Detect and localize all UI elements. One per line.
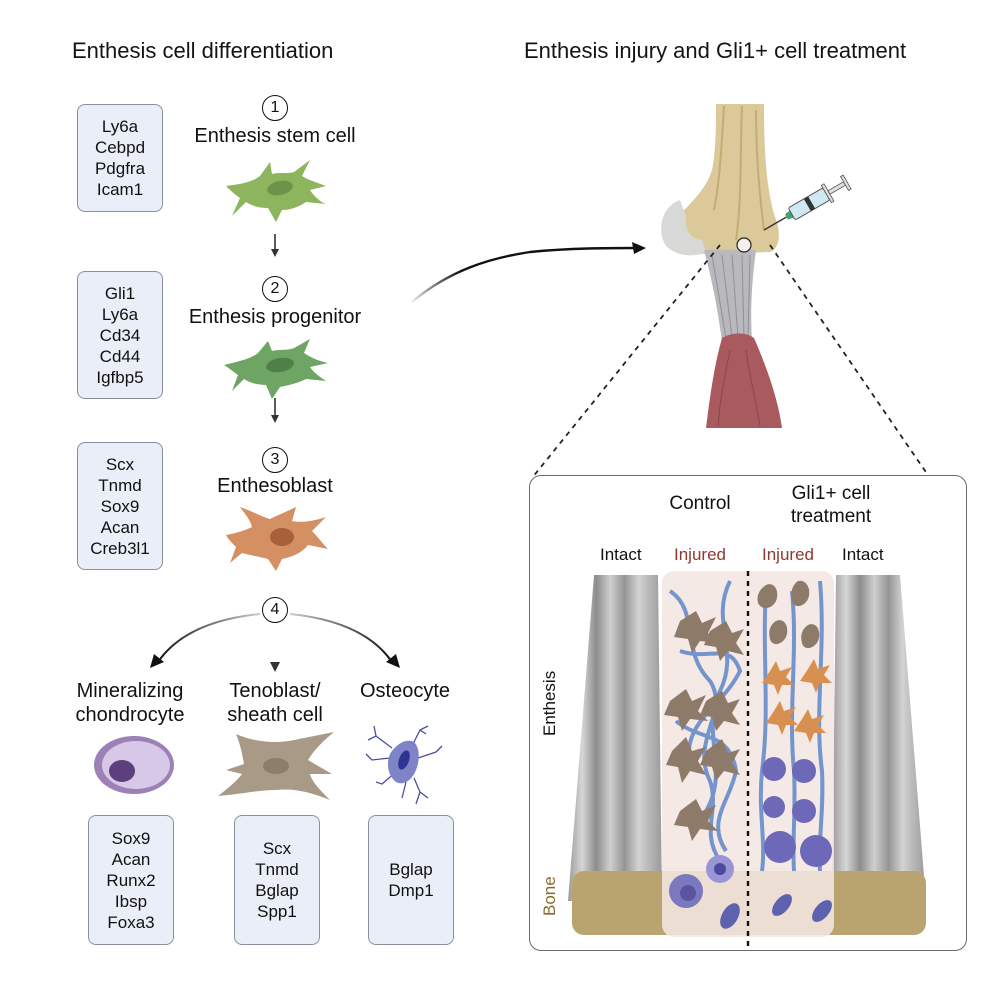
transition-arrow xyxy=(411,242,646,303)
marker-box-osteocyte: Bglap Dmp1 xyxy=(368,815,454,945)
marker: Sox9 xyxy=(100,496,140,516)
comparison-panel: Control Gli1+ cell treatment Intact Inju… xyxy=(529,475,967,951)
stage-number-3: 3 xyxy=(262,447,288,473)
arrow-down-icon xyxy=(271,234,279,257)
marker-box-tenoblast: Scx Tnmd Bglap Spp1 xyxy=(234,815,320,945)
cartilage xyxy=(661,200,706,256)
marker: Tnmd xyxy=(255,860,299,879)
marker: Acan xyxy=(111,849,151,869)
marker: Bglap xyxy=(389,860,433,879)
marker: Bglap xyxy=(255,881,299,900)
tissue-illustration xyxy=(568,571,926,950)
stage-number-1: 1 xyxy=(262,95,288,121)
injury-site-marker xyxy=(736,237,752,253)
marker: Ly6a xyxy=(101,304,139,324)
marker: Pdgfra xyxy=(94,159,146,178)
stage-label-3: Enthesoblast xyxy=(217,475,333,497)
progenitor-cell-icon xyxy=(224,339,328,399)
control-label: Control xyxy=(669,493,731,514)
col-label-intact-treatment: Intact xyxy=(842,545,884,564)
right-title: Enthesis injury and Gli1+ cell treatment xyxy=(524,38,907,63)
fate-label-osteocyte: Osteocyte xyxy=(359,680,451,702)
stem-cell-icon xyxy=(226,160,326,222)
knee-joint-illustration xyxy=(661,104,852,428)
stage-label-1: Enthesis stem cell xyxy=(194,125,356,147)
enthesoblast-cell-icon xyxy=(226,507,328,571)
tenoblast-cell-icon xyxy=(218,732,334,800)
marker: Tnmd xyxy=(98,475,142,495)
branch-arrows xyxy=(150,613,400,672)
syringe-icon xyxy=(763,174,852,231)
marker: Gli1 xyxy=(104,283,136,303)
zoom-lines xyxy=(531,244,931,479)
left-title: Enthesis cell differentiation xyxy=(72,38,334,63)
intact-fibers-right xyxy=(832,575,926,901)
marker-box-stage-1: Ly6a Cebpd Pdgfra Icam1 xyxy=(77,104,163,212)
marker: Spp1 xyxy=(257,902,297,921)
treatment-label: Gli1+ cell treatment xyxy=(790,483,872,527)
tendon xyxy=(704,250,756,342)
stage-number-4: 4 xyxy=(262,597,288,623)
stage-label-2: Enthesis progenitor xyxy=(188,306,362,328)
stage-number-2: 2 xyxy=(262,276,288,302)
col-label-injured-control: Injured xyxy=(674,545,726,564)
muscle xyxy=(706,333,782,428)
col-label-injured-treatment: Injured xyxy=(762,545,814,564)
fate-label-chondrocyte: Mineralizing chondrocyte xyxy=(75,680,185,726)
fate-label-tenoblast: Tenoblast/ sheath cell xyxy=(227,680,323,726)
marker: Creb3l1 xyxy=(90,538,150,558)
arrow-down-icon xyxy=(271,398,279,423)
marker: Acan xyxy=(100,517,140,537)
femur-bone xyxy=(672,104,779,254)
chondrocyte-cell-icon xyxy=(94,736,174,794)
marker: Foxa3 xyxy=(107,912,155,932)
marker: Cd34 xyxy=(99,325,141,345)
marker: Sox9 xyxy=(111,828,151,848)
col-label-intact-control: Intact xyxy=(600,545,642,564)
marker: Scx xyxy=(105,454,135,474)
marker: Dmp1 xyxy=(388,881,434,900)
marker: Igfbp5 xyxy=(96,367,144,387)
branch-arrow-right xyxy=(289,613,393,663)
marker: Ibsp xyxy=(114,891,148,911)
marker: Scx xyxy=(262,839,292,858)
marker: Runx2 xyxy=(106,870,156,890)
marker-box-chondrocyte: Sox9 Acan Runx2 Ibsp Foxa3 xyxy=(88,815,174,945)
marker: Cd44 xyxy=(99,346,141,366)
marker-box-stage-2: Gli1 Ly6a Cd34 Cd44 Igfbp5 xyxy=(77,271,163,399)
intact-fibers-left xyxy=(568,575,662,901)
marker: Icam1 xyxy=(96,180,144,199)
marker: Ly6a xyxy=(101,117,139,136)
marker: Cebpd xyxy=(94,138,146,157)
osteocyte-cell-icon xyxy=(365,725,443,805)
marker-box-stage-3: Scx Tnmd Sox9 Acan Creb3l1 xyxy=(77,442,163,570)
branch-arrow-left xyxy=(157,613,261,663)
